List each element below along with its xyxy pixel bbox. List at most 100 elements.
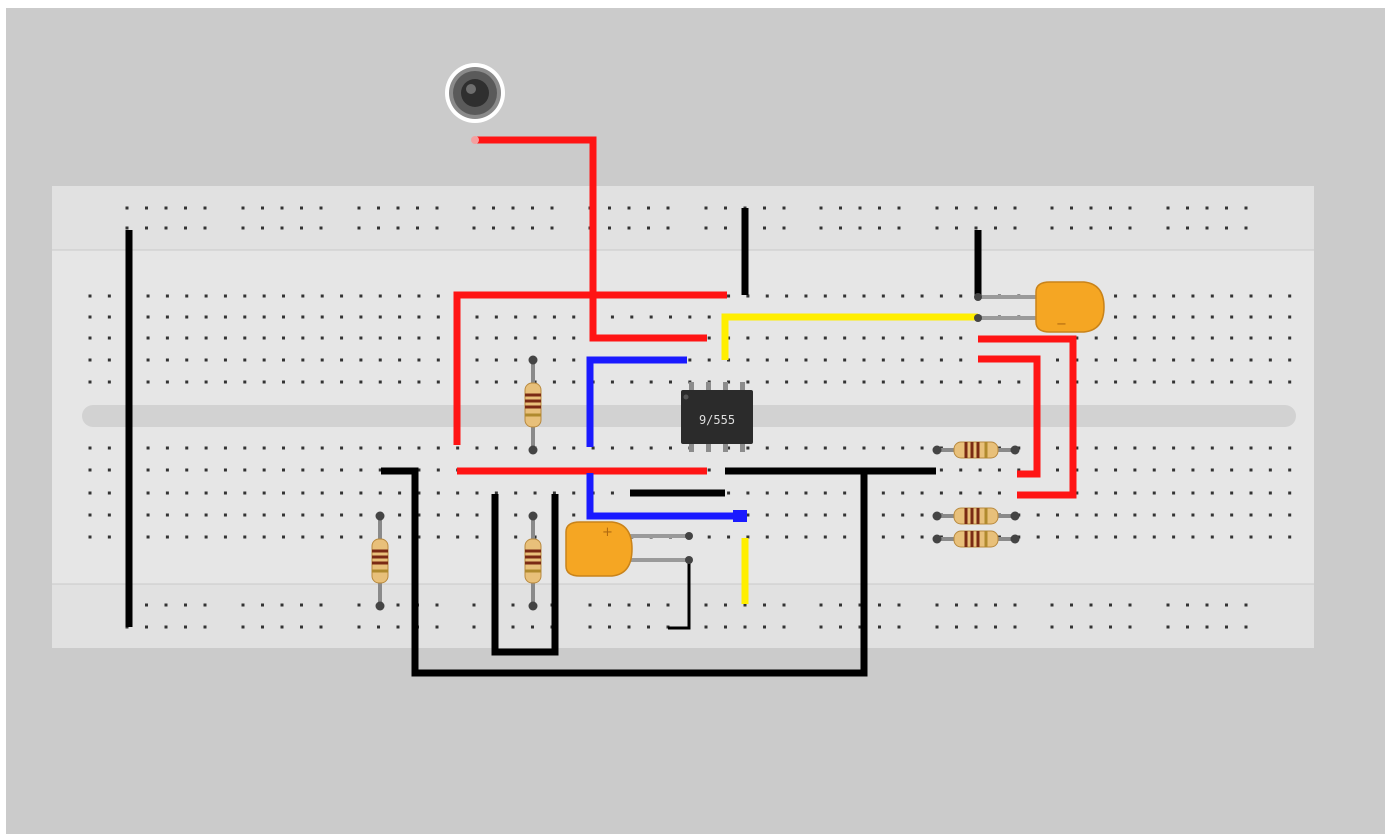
terminal-hole	[1094, 468, 1098, 472]
terminal-hole	[301, 336, 305, 340]
terminal-hole	[1191, 380, 1195, 384]
terminal-hole	[1191, 446, 1195, 450]
terminal-hole	[1288, 513, 1292, 517]
wire-black-cap-lead[interactable]	[668, 561, 691, 630]
rail-hole	[203, 603, 207, 607]
speaker-icon[interactable]	[445, 63, 505, 123]
terminal-hole	[785, 446, 789, 450]
terminal-hole	[107, 535, 111, 539]
terminal-hole	[88, 491, 92, 495]
rail-hole	[377, 206, 380, 210]
terminal-hole	[146, 358, 150, 362]
terminal-hole	[398, 491, 402, 495]
rail-hole	[704, 603, 708, 607]
rail-hole	[492, 226, 495, 230]
terminal-hole	[1191, 315, 1195, 319]
terminal-hole	[823, 380, 827, 384]
rail-hole	[608, 206, 611, 210]
terminal-hole	[398, 315, 402, 319]
rail-hole	[1244, 226, 1248, 230]
rail-hole	[974, 625, 978, 629]
wire-red-speaker[interactable]	[475, 136, 707, 342]
terminal-hole	[417, 468, 421, 472]
terminal-hole	[1191, 294, 1195, 298]
rail-hole	[704, 206, 708, 210]
terminal-hole	[378, 468, 382, 472]
terminal-hole	[204, 468, 208, 472]
resistor-4[interactable]	[932, 441, 1020, 459]
rail-hole	[145, 603, 148, 607]
rail-hole	[1166, 226, 1170, 230]
terminal-hole	[1114, 358, 1118, 362]
rail-hole	[396, 206, 400, 210]
terminal-hole	[107, 491, 111, 495]
terminal-hole	[1230, 468, 1234, 472]
terminal-hole	[1152, 294, 1156, 298]
terminal-hole	[107, 358, 111, 362]
terminal-hole	[920, 336, 924, 340]
rail-hole	[897, 603, 901, 607]
ic-pin	[723, 382, 728, 392]
terminal-hole	[1230, 446, 1234, 450]
terminal-hole	[436, 315, 440, 319]
rail-hole	[878, 625, 881, 629]
rail-hole	[472, 625, 476, 629]
wire-blue-lower[interactable]	[586, 473, 745, 520]
terminal-hole	[1133, 513, 1137, 517]
terminal-hole	[746, 513, 750, 517]
terminal-hole	[378, 294, 382, 298]
terminal-hole	[1210, 468, 1214, 472]
wire-black-ground-loop[interactable]	[381, 467, 936, 677]
capacitor-2[interactable]: −	[974, 281, 1105, 333]
rail-hole	[357, 603, 361, 607]
wire-red-top-left[interactable]	[453, 291, 727, 445]
rail-hole	[1128, 603, 1132, 607]
terminal-hole	[359, 535, 363, 539]
terminal-hole	[146, 535, 150, 539]
terminal-hole	[146, 336, 150, 340]
terminal-hole	[804, 380, 808, 384]
rail-hole	[1050, 603, 1054, 607]
terminal-hole	[765, 294, 769, 298]
resistor-6[interactable]	[932, 530, 1020, 548]
terminal-hole	[785, 336, 789, 340]
wire-blue-upper[interactable]	[586, 356, 687, 447]
terminal-hole	[1191, 336, 1195, 340]
wire-yellow-upper[interactable]	[721, 313, 978, 360]
wire-black-u[interactable]	[491, 494, 559, 656]
terminal-hole	[514, 315, 518, 319]
terminal-hole	[688, 315, 692, 319]
resistor-3[interactable]	[371, 511, 389, 611]
wire-red-right-inner[interactable]	[978, 355, 1041, 478]
terminal-hole	[185, 535, 189, 539]
terminal-hole	[669, 315, 672, 319]
capacitor-1[interactable]: +	[565, 521, 693, 577]
ic-555-chip[interactable]: 9/555	[681, 382, 753, 452]
terminal-hole	[494, 446, 498, 450]
terminal-hole	[1056, 468, 1059, 472]
terminal-hole	[1230, 513, 1234, 517]
terminal-hole	[185, 380, 189, 384]
resistor-2[interactable]	[524, 511, 542, 611]
terminal-hole	[610, 315, 614, 319]
wire-red-right-outer[interactable]	[978, 335, 1077, 499]
rail-hole	[1205, 206, 1209, 210]
terminal-hole	[340, 535, 344, 539]
terminal-hole	[262, 358, 266, 362]
resistor-5[interactable]	[932, 507, 1020, 525]
rail-hole	[531, 226, 534, 230]
terminal-hole	[282, 468, 285, 472]
terminal-hole	[1075, 336, 1079, 340]
rail-hole	[858, 226, 862, 230]
rail-hole	[1109, 603, 1112, 607]
ic-pin1-mark	[683, 394, 689, 400]
terminal-hole	[959, 294, 963, 298]
resistor-1[interactable]	[524, 355, 542, 455]
rail-hole	[839, 625, 842, 629]
terminal-hole	[804, 336, 808, 340]
terminal-hole	[707, 535, 711, 539]
terminal-hole	[282, 491, 285, 495]
terminal-hole	[997, 468, 1001, 472]
terminal-hole	[1133, 446, 1137, 450]
